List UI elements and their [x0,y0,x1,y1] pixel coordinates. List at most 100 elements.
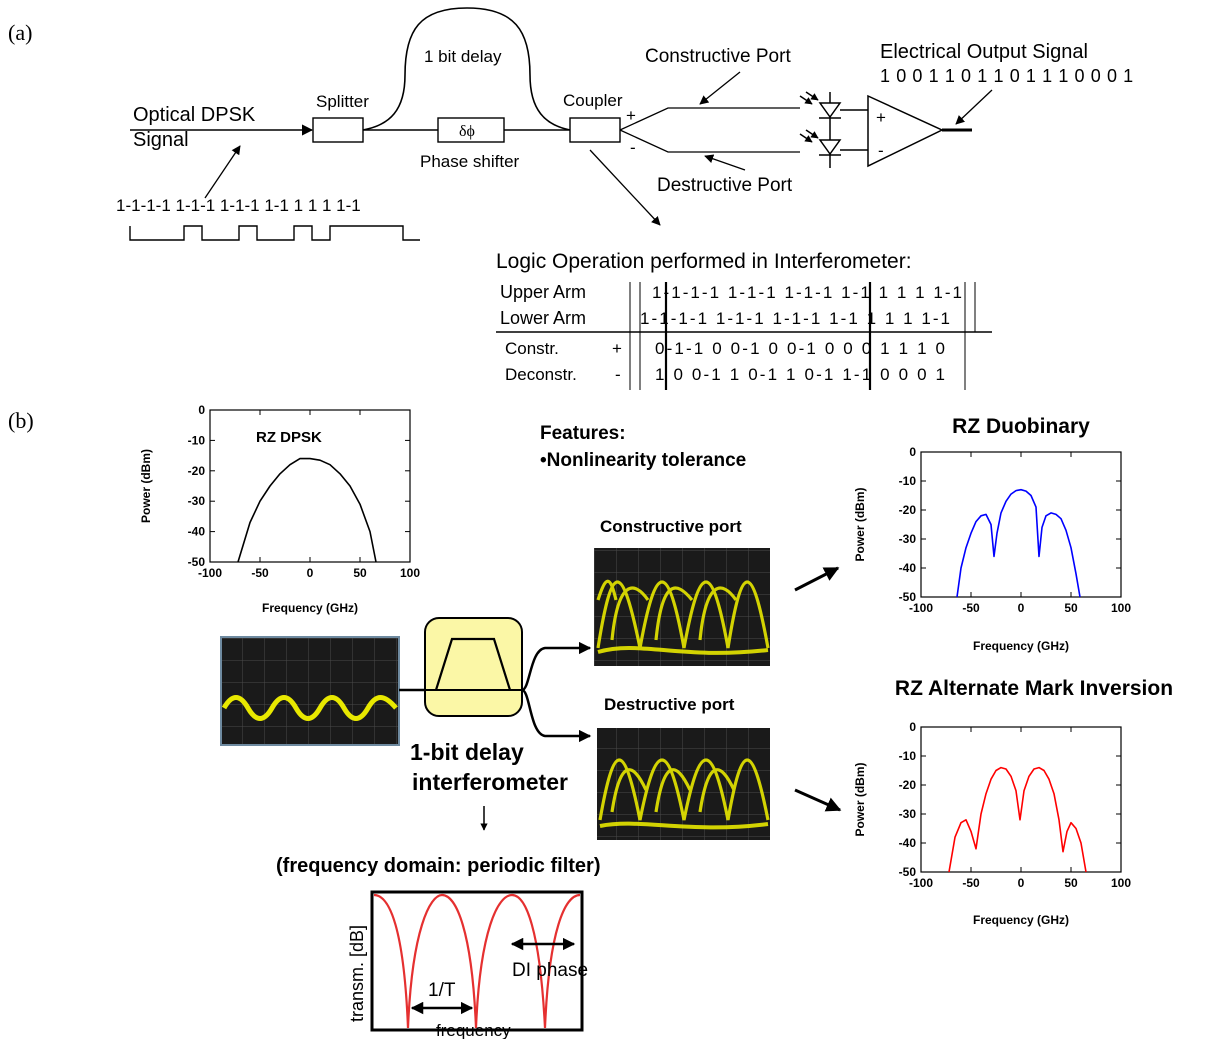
constructive-scope [594,548,770,666]
y-tick-label: -40 [899,561,917,575]
y-tick-label: -40 [188,525,206,539]
x-tick-label: -50 [251,566,269,580]
y-tick-label: 0 [909,720,916,734]
input-signal-label-1: Optical DPSK [133,104,256,126]
amp-minus: - [878,141,884,160]
constructive-port-title: Constructive port [600,517,742,536]
y-tick-label: -30 [899,807,917,821]
x-tick-label: 100 [400,566,420,580]
x-tick-label: 0 [307,566,314,580]
logic-row-deconstr-sign: - [615,365,621,384]
x-tick-label: -100 [198,566,222,580]
spectrum-series-line [237,457,377,563]
x-tick-label: -50 [962,876,980,890]
logic-row-deconstr-label: Deconstr. [505,365,577,384]
x-tick-label: 50 [1064,876,1078,890]
x-tick-label: 50 [1064,601,1078,615]
logic-row-constr-sign: + [612,339,622,358]
coupler-box [569,117,621,143]
panel-b-label: (b) [8,408,34,433]
splitter-box [312,117,364,143]
y-tick-label: -50 [188,555,206,569]
features-item: •Nonlinearity tolerance [540,450,746,471]
logic-table: Logic Operation performed in Interferome… [496,250,992,390]
logic-row-constr-label: Constr. [505,339,559,358]
logic-row-constr-values: 0-1-1 0 0-1 0 0-1 0 0 0 1 1 1 0 [655,339,945,358]
delay-arm [362,7,571,131]
y-tick-label: 0 [198,403,205,417]
di-to-constructive-arrow [521,641,592,692]
output-title: Electrical Output Signal [880,41,1088,63]
y-tick-label: -20 [188,464,206,478]
x-axis-label: Frequency (GHz) [262,601,358,615]
destructive-port-arrow [704,154,746,171]
periodic-ylabel: transm. [dB] [347,925,367,1022]
input-pointer-arrow [204,145,241,199]
destructive-to-spectrum-arrow [794,788,842,812]
destructive-port-label: Destructive Port [657,175,793,196]
di-to-destructive-arrow [521,688,592,743]
y-axis-label: Power (dBm) [853,762,867,836]
coupler-logic-arrow [589,149,661,226]
periodic-filter-plot: transm. [dB] frequency 1/T DI phase [347,890,588,1039]
di-label-2: interferometer [412,769,568,795]
logic-row-upper-label: Upper Arm [500,282,586,302]
phase-shifter-label: Phase shifter [420,152,520,171]
spectrum-series-line [956,488,1081,598]
chart-title: RZ DPSK [256,429,322,446]
amplifier-triangle [867,94,944,168]
input-waveform [129,225,420,241]
plot-frame [920,451,1122,598]
coupler-plus: + [626,106,636,125]
y-tick-label: -10 [899,749,917,763]
periodic-filter-curve [373,893,581,1029]
y-axis-label: Power (dBm) [853,487,867,561]
y-tick-label: -30 [899,532,917,546]
destructive-port-title: Destructive port [604,695,735,714]
coupler-label: Coupler [563,91,623,110]
delay-interferometer-box [424,617,523,717]
amp-plus: + [876,108,886,127]
di-label-1: 1-bit delay [410,739,524,765]
x-tick-label: 50 [353,566,367,580]
constructive-to-spectrum-arrow [794,566,840,592]
splitter-label: Splitter [316,92,369,111]
constructive-port-line [619,107,800,131]
y-tick-label: -40 [899,836,917,850]
input-signal-label-2: Signal [133,129,189,151]
panel-b: (b) Features: •Nonlinearity tolerance RZ… [8,403,1173,1039]
constructive-port-label: Constructive Port [645,46,791,67]
output-bits: 1 0 0 1 1 0 1 1 0 1 1 1 0 0 0 1 [880,66,1134,86]
input-scope-trace [221,695,398,721]
panel-a: (a) Optical DPSK Signal Splitter 1 bit d… [8,7,1134,390]
input-bits: 1-1-1-1 1-1-1 1-1-1 1-1 1 1 1 1-1 [116,196,361,215]
x-axis-label: Frequency (GHz) [973,913,1069,927]
spectrum-series-line [948,766,1087,873]
y-tick-label: 0 [909,445,916,459]
coupler-minus: - [630,138,636,157]
plot-frame [920,726,1122,873]
delay-label: 1 bit delay [424,47,502,66]
period-label: 1/T [428,980,456,1001]
output-arrow [955,89,993,125]
phase-label: DI phase [512,960,588,981]
x-tick-label: 0 [1018,876,1025,890]
phase-symbol: δϕ [459,123,475,140]
x-tick-label: 0 [1018,601,1025,615]
constructive-port-arrow [699,71,741,105]
logic-row-upper-values: 1-1-1-1 1-1-1 1-1-1 1-1 1 1 1 1-1 [652,283,962,302]
x-tick-label: -50 [962,601,980,615]
input-scope [220,636,400,746]
y-tick-label: -50 [899,865,917,879]
y-axis-label: Power (dBm) [139,449,153,523]
logic-title: Logic Operation performed in Interferome… [496,250,912,273]
periodic-xlabel: frequency [436,1021,511,1039]
x-tick-label: -100 [909,601,933,615]
x-tick-label: 100 [1111,876,1131,890]
chart-title: RZ Duobinary [952,415,1090,438]
